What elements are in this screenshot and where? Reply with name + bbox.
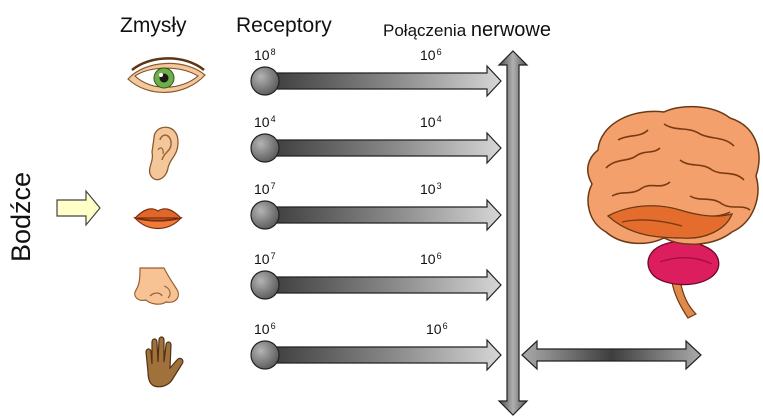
receptor-arrow-2 xyxy=(251,133,501,163)
nose-icon xyxy=(135,268,179,304)
brain-double-arrow xyxy=(522,341,701,369)
nerve-count-1: 106 xyxy=(420,47,442,63)
nerve-count-3: 103 xyxy=(420,181,442,197)
eye-icon xyxy=(128,58,205,92)
nerve-count-2: 104 xyxy=(420,114,442,130)
stimulus-arrow xyxy=(57,191,100,225)
receptor-count-3: 107 xyxy=(254,181,276,197)
receptor-count-5: 106 xyxy=(254,321,276,337)
lips-icon xyxy=(135,209,181,229)
hand-icon xyxy=(146,337,183,387)
brain-icon xyxy=(588,107,759,318)
receptor-arrow-3 xyxy=(251,200,501,230)
vertical-nerve-arrow xyxy=(499,51,527,415)
receptor-arrow-4 xyxy=(251,270,501,300)
receptor-count-4: 107 xyxy=(254,251,276,267)
receptor-arrow-1 xyxy=(251,66,501,96)
receptor-count-1: 108 xyxy=(254,47,276,63)
receptor-count-2: 104 xyxy=(254,114,276,130)
ear-icon xyxy=(150,127,178,179)
nerve-count-5: 106 xyxy=(426,321,448,337)
nerve-count-4: 106 xyxy=(420,251,442,267)
receptor-arrow-5 xyxy=(251,340,501,370)
